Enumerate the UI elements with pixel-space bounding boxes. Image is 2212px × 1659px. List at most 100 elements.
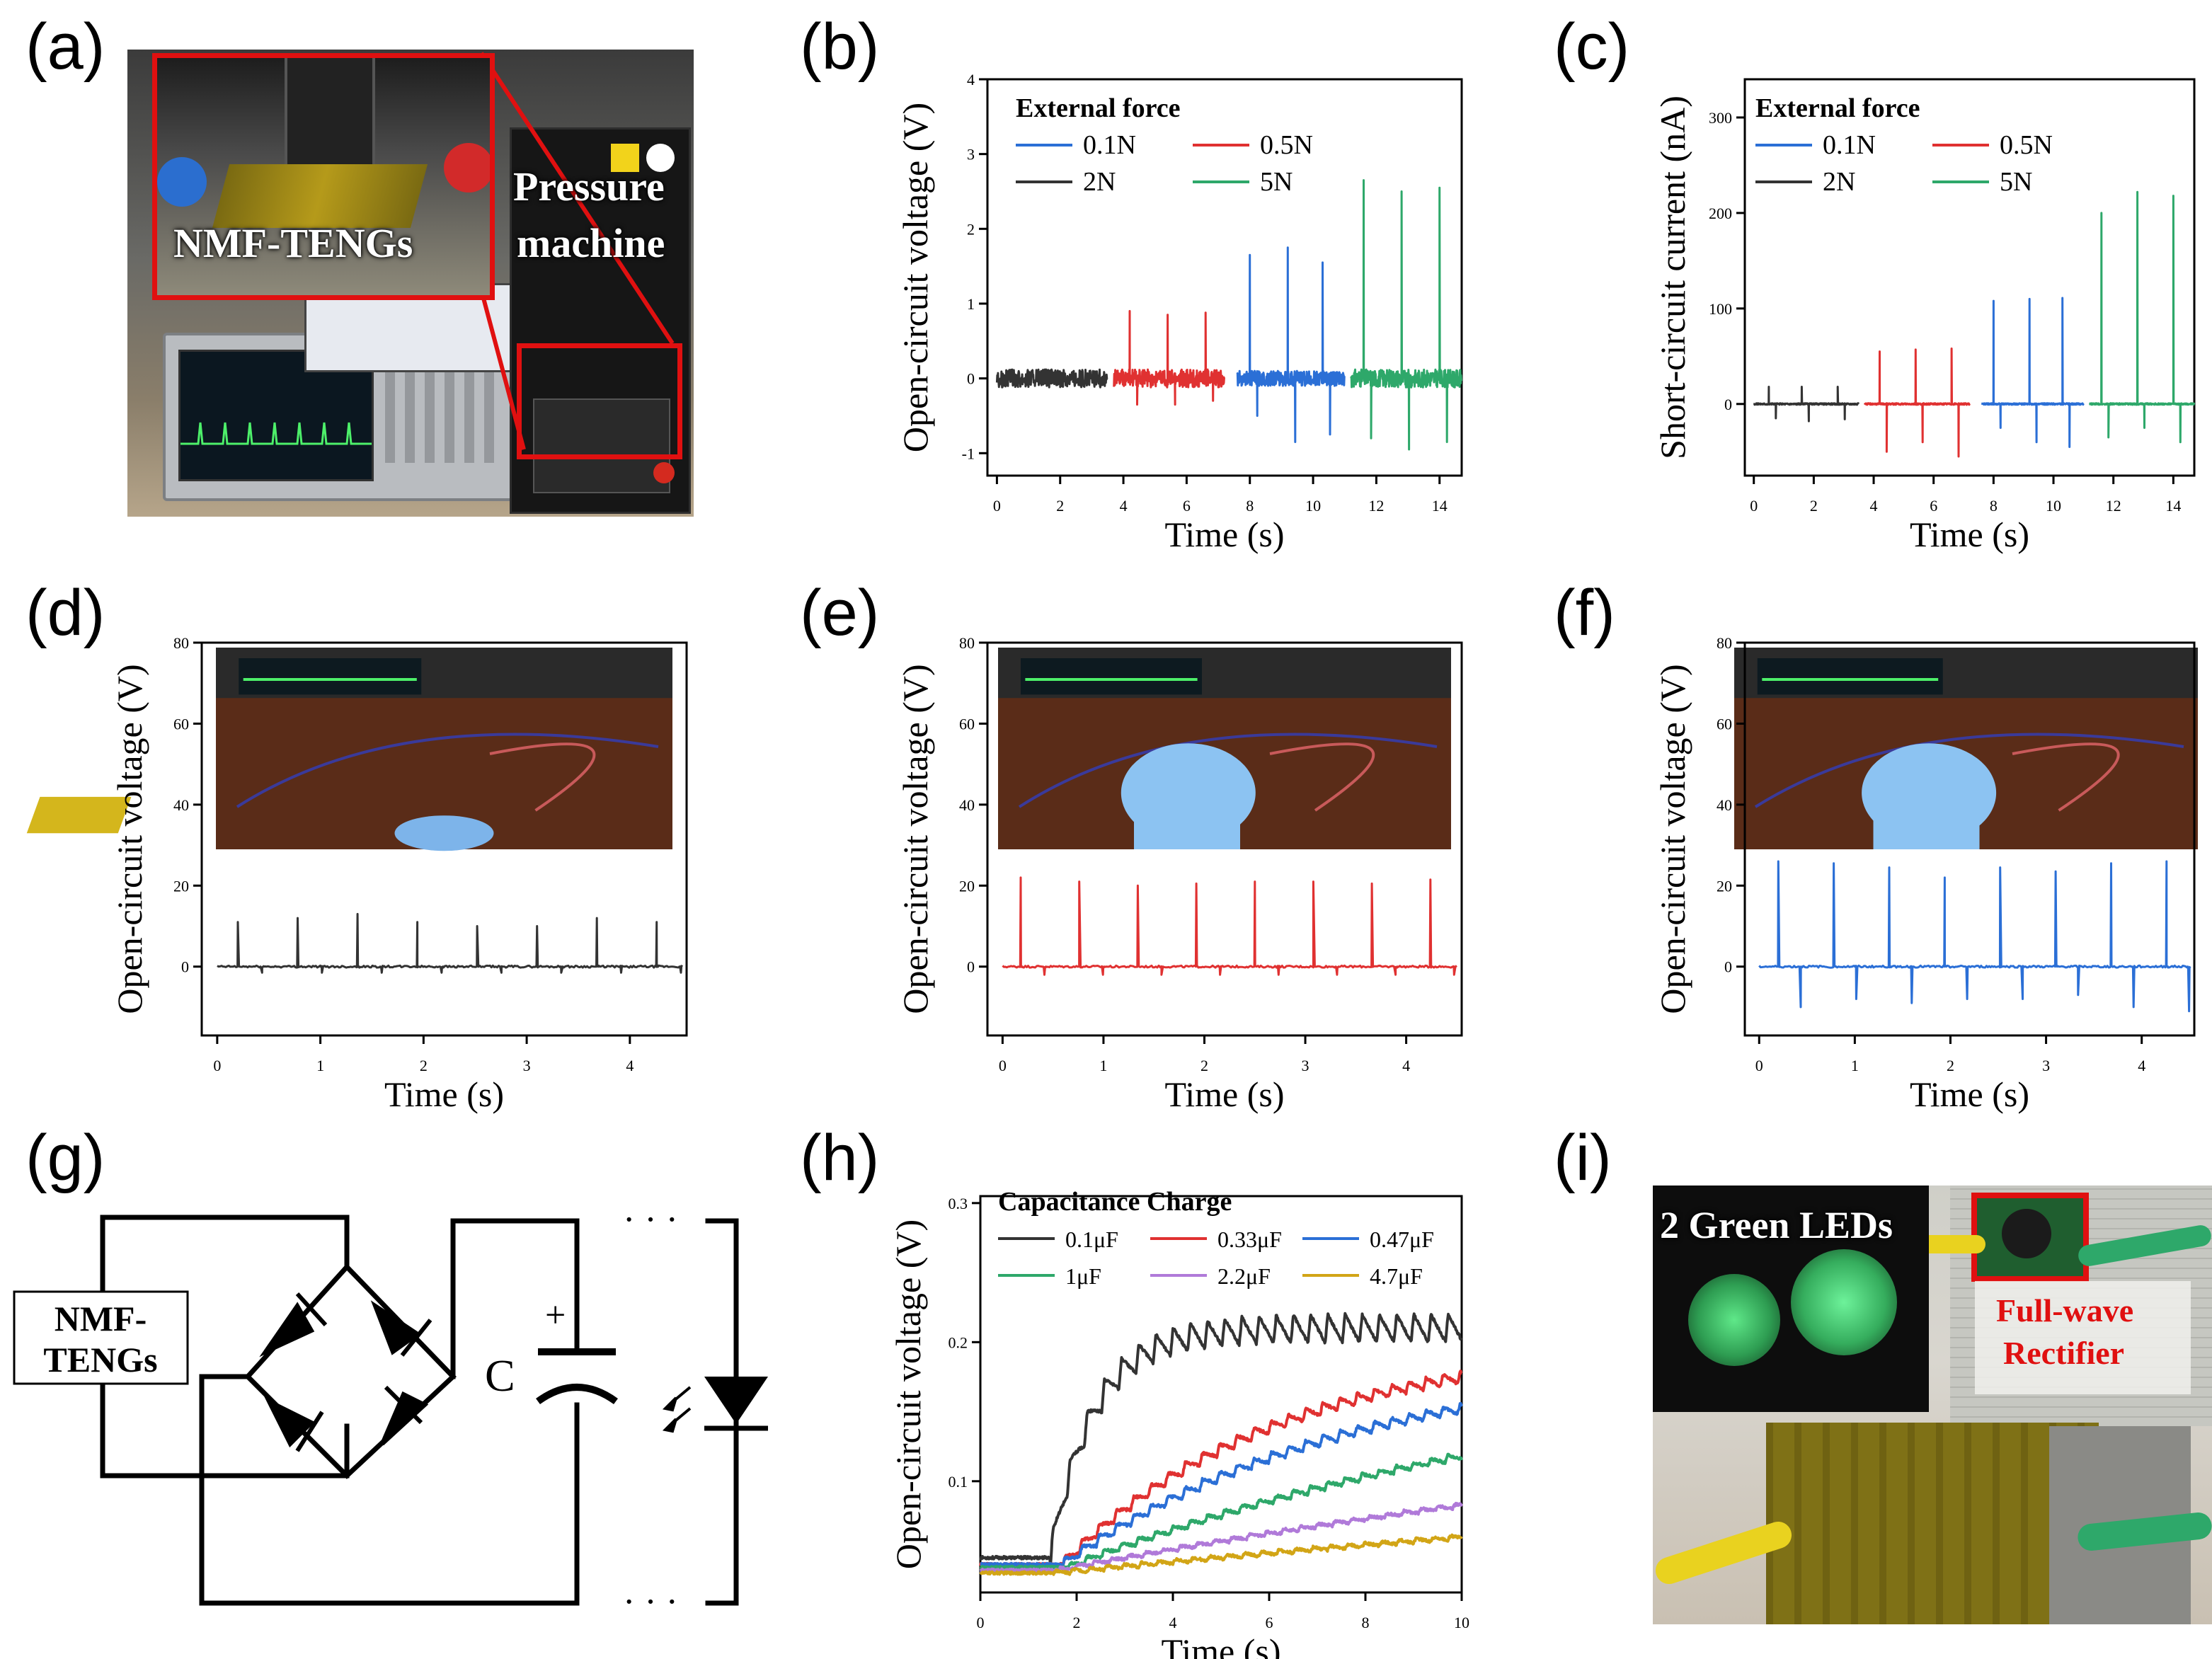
device-inset	[152, 53, 495, 300]
series-0.33μF	[979, 1370, 1463, 1570]
plot-frame-f	[1743, 641, 2196, 1037]
x-tick-label: 8	[1990, 497, 1998, 515]
y-tick-label: 0	[1724, 958, 1732, 976]
y-tick-label: -1	[962, 444, 975, 462]
x-tick-label: 0	[977, 1614, 985, 1631]
legend-label: 0.1μF	[1065, 1227, 1118, 1252]
y-axis-label: Open-circuit voltage (V)	[895, 103, 935, 452]
plot-frame-c	[1743, 78, 2196, 477]
series-trace	[1758, 860, 2191, 1013]
photo-table	[216, 648, 672, 849]
y-tick-label: 40	[1717, 796, 1732, 814]
zoom-lines	[479, 52, 675, 450]
photo-wire-red	[489, 742, 596, 812]
legend-label: 1μF	[1065, 1263, 1101, 1289]
y-tick-label: 40	[959, 796, 975, 814]
y-tick-label: 0	[967, 370, 975, 388]
y-tick-label: 0	[1724, 396, 1732, 413]
y-tick-label: 200	[1709, 205, 1732, 222]
series-2N	[995, 368, 1108, 389]
panel-label-a: (a)	[25, 11, 105, 83]
x-tick-label: 0	[993, 497, 1001, 515]
dots-bottom: · · ·	[623, 1582, 678, 1622]
series-0.5N	[1863, 348, 1971, 458]
legend-title: Capacitance Charge	[998, 1187, 1232, 1217]
x-axis-label: Time (s)	[1910, 515, 2029, 554]
wire-top-right	[450, 1218, 580, 1379]
photo-glove-wrist	[1873, 809, 1980, 849]
photo-wire	[236, 733, 659, 808]
led-inset	[1653, 1186, 1929, 1412]
legend-label: 2.2μF	[1217, 1263, 1271, 1289]
x-tick-label: 12	[2106, 497, 2121, 515]
x-tick-label: 2	[1056, 497, 1064, 515]
x-tick-label: 4	[1169, 1614, 1177, 1631]
y-tick-label: 20	[173, 877, 189, 895]
label-pressure: Pressure	[513, 163, 665, 209]
x-tick-label: 10	[1305, 497, 1321, 515]
label-green-leds: 2 Green LEDs	[1660, 1204, 1893, 1246]
y-axis-label: Open-circuit voltage (V)	[888, 1219, 928, 1569]
label-full-wave: Full-wave	[1996, 1292, 2134, 1328]
plot-frame-d	[200, 641, 688, 1037]
y-tick-label: 3	[967, 146, 975, 163]
y-tick-label: 0.1	[949, 1473, 968, 1491]
series-2N	[1753, 386, 1860, 423]
x-tick-label: 8	[1362, 1614, 1370, 1631]
plot-frame-e	[986, 641, 1463, 1037]
panel-label-h: (h)	[800, 1122, 880, 1194]
legend-label: 2N	[1823, 167, 1855, 197]
y-axis-label: Open-circuit voltage (V)	[1653, 664, 1692, 1014]
panel-label-e: (e)	[800, 577, 880, 649]
y-tick-label: 0	[967, 958, 975, 976]
series-2.2μF	[979, 1501, 1463, 1573]
panel-label-g: (g)	[25, 1122, 105, 1194]
x-axis-label: Time (s)	[1164, 1074, 1284, 1114]
x-tick-label: 4	[1402, 1057, 1410, 1074]
series-4.7μF	[979, 1533, 1463, 1576]
photo-glove	[1862, 743, 1997, 843]
legend-label: 0.5N	[1260, 130, 1313, 160]
legend-label: 0.1N	[1823, 130, 1876, 160]
photo-glove	[1121, 743, 1256, 843]
legend-label: 4.7μF	[1370, 1263, 1423, 1289]
panel-label-i: (i)	[1554, 1122, 1612, 1194]
x-tick-label: 2	[1200, 1057, 1208, 1074]
inset-photo-d	[26, 648, 672, 851]
diode-1	[259, 1302, 315, 1357]
dots-top: · · ·	[623, 1200, 678, 1240]
capacitor-plate-bottom	[536, 1384, 618, 1405]
teng-box	[13, 1290, 189, 1385]
photo-scope-screen	[1021, 658, 1202, 695]
x-tick-label: 4	[626, 1057, 634, 1074]
label-rectifier: Rectifier	[2003, 1335, 2125, 1371]
y-tick-label: 4	[967, 71, 975, 88]
diode-4	[380, 1391, 429, 1446]
highlight-box	[517, 343, 682, 459]
series-trace	[1002, 876, 1457, 976]
y-tick-label: 60	[173, 715, 189, 733]
y-axis-label: Open-circuit voltage (V)	[895, 664, 935, 1014]
series-0.5N	[1113, 310, 1225, 406]
legend-label: 0.1N	[1083, 130, 1136, 160]
x-tick-label: 14	[1432, 497, 1448, 515]
x-axis-label: Time (s)	[1161, 1631, 1280, 1659]
photo-device	[26, 796, 132, 834]
teng-label-1: NMF-	[55, 1299, 147, 1338]
y-tick-label: 300	[1709, 109, 1732, 127]
x-tick-label: 6	[1183, 497, 1191, 515]
pressure-machine	[510, 127, 691, 514]
x-tick-label: 3	[2042, 1057, 2050, 1074]
label-machine: machine	[517, 220, 665, 266]
y-tick-label: 60	[1717, 715, 1732, 733]
teng-label-2: TENGs	[43, 1340, 157, 1379]
plot-frame-h	[979, 1195, 1463, 1594]
photo-oscilloscope	[998, 648, 1451, 699]
green-led-1	[1688, 1274, 1780, 1366]
photo-table	[998, 648, 1451, 849]
legend-label: 5N	[1260, 167, 1293, 197]
inset-photo-f	[1734, 648, 2198, 849]
legend-label: 2N	[1083, 167, 1116, 197]
wire-top-left	[100, 1215, 350, 1295]
legend-title: External force	[1755, 93, 1920, 123]
